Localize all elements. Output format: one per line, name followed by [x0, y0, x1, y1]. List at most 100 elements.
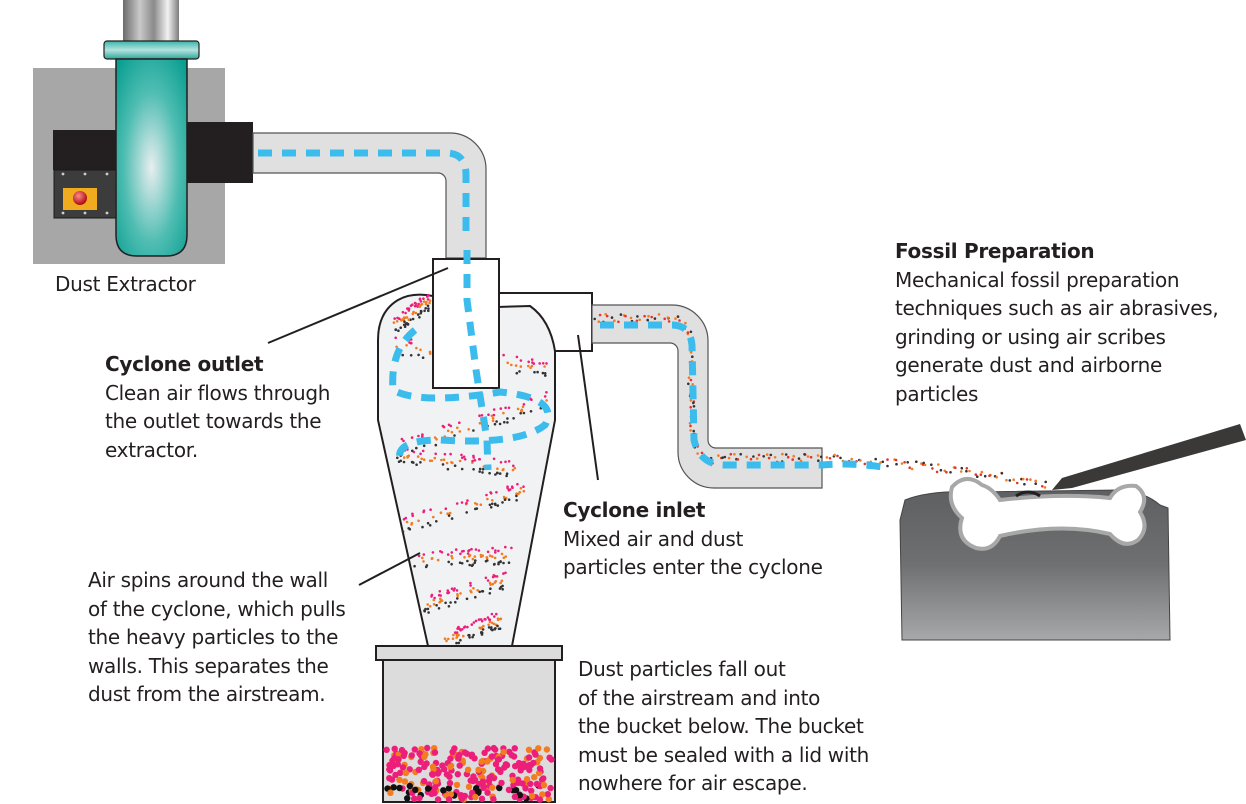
- pipe-particle: [825, 456, 829, 459]
- cyclone-particle: [413, 564, 416, 568]
- cyclone-particle: [434, 443, 438, 447]
- cyclone-particle: [533, 370, 536, 374]
- cyclone-particle: [510, 546, 513, 550]
- bucket-lid: [375, 645, 563, 661]
- pipe-particle: [755, 457, 759, 460]
- cyclone-particle: [435, 520, 438, 523]
- cyclone-particle: [455, 589, 459, 592]
- cyclone-particle: [527, 360, 530, 364]
- pipe-particle: [1023, 482, 1026, 486]
- cyclone-particle: [488, 618, 492, 621]
- cyclone-particle: [458, 561, 462, 564]
- cyclone-particle: [479, 618, 483, 621]
- cyclone-particle: [481, 628, 485, 631]
- cyclone-particle: [394, 328, 398, 331]
- pipe-particle: [1008, 479, 1012, 482]
- pipe-particle: [752, 455, 755, 458]
- collected-particle: [496, 784, 503, 792]
- collected-particle: [401, 778, 409, 785]
- pipe-particle: [689, 406, 692, 409]
- air-scribe-tool[interactable]: [1052, 424, 1246, 490]
- collected-particle: [392, 771, 399, 779]
- cyclone-particle: [400, 437, 404, 441]
- cyclone-particle: [517, 492, 520, 496]
- cyclone-particle: [433, 596, 436, 600]
- cyclone-particle: [545, 391, 548, 394]
- power-switch[interactable]: [53, 169, 117, 219]
- cyclone-particle: [502, 411, 505, 415]
- pipe-particle: [1034, 482, 1037, 486]
- pipe-particle: [886, 464, 889, 468]
- pipe-particle: [769, 453, 773, 457]
- cyclone-particle: [398, 317, 401, 321]
- airflow-extractor-pipe: [258, 149, 470, 240]
- pipe-particle: [939, 468, 943, 472]
- pipe-particle: [1034, 479, 1037, 483]
- collected-particle: [498, 779, 505, 787]
- cyclone-particle: [450, 461, 453, 464]
- pipe-particle: [908, 466, 911, 470]
- pipe-particle: [1025, 478, 1029, 481]
- cyclone-particle: [472, 633, 475, 637]
- cyclone-particle: [421, 556, 424, 560]
- pipe-particle: [605, 314, 609, 318]
- cyclone-particle: [494, 551, 497, 554]
- cyclone-particle: [462, 626, 466, 629]
- collected-particle: [536, 765, 544, 772]
- collected-particle: [492, 761, 500, 768]
- cyclone-particle: [429, 508, 432, 512]
- collected-particle: [519, 780, 526, 787]
- pipe-particle: [850, 457, 853, 461]
- cyclone-particle: [407, 318, 411, 322]
- cyclone-particle: [491, 582, 495, 586]
- collected-particle: [486, 774, 493, 781]
- cyclone-particle: [419, 312, 423, 315]
- cyclone-particle: [446, 467, 450, 471]
- cyclone-particle: [516, 482, 519, 486]
- collected-particle: [411, 795, 418, 802]
- collected-particle: [522, 785, 529, 792]
- cyclone-particle: [446, 589, 450, 592]
- cyclone-particle: [478, 626, 482, 630]
- cyclone-particle: [489, 506, 493, 509]
- cyclone-particle: [426, 304, 430, 308]
- collected-particle: [447, 791, 455, 798]
- cyclone-particle: [527, 364, 530, 368]
- cyclone-particle: [417, 353, 420, 357]
- collected-particle: [484, 758, 491, 765]
- cyclone-particle: [432, 515, 435, 519]
- pipe-particle: [638, 318, 641, 322]
- cyclone-particle: [473, 555, 477, 558]
- collected-particle: [429, 771, 436, 778]
- pipe-particle: [894, 458, 898, 462]
- cyclone-particle: [427, 307, 430, 310]
- pipe-particle: [906, 461, 909, 464]
- pipe-particle: [646, 318, 649, 322]
- cyclone-particle: [495, 575, 499, 578]
- cyclone-particle: [469, 589, 472, 593]
- collected-particle: [420, 777, 428, 785]
- cyclone-particle: [493, 627, 497, 631]
- cyclone-particle: [466, 625, 469, 629]
- cyclone-particle: [504, 545, 507, 549]
- cyclone-particle: [473, 561, 477, 565]
- cyclone-particle: [411, 514, 415, 517]
- cyclone-particle: [427, 611, 430, 614]
- cyclone-particle: [433, 456, 437, 460]
- pipe-particle: [819, 455, 823, 459]
- cyclone-particle: [487, 413, 490, 417]
- cyclone-particle: [465, 597, 469, 601]
- cyclone-particle: [504, 555, 508, 558]
- cyclone-particle: [413, 304, 417, 308]
- collected-particle: [470, 773, 477, 780]
- cyclone-particle: [450, 554, 453, 558]
- pipe-particle: [833, 453, 836, 457]
- pipe-particle: [910, 467, 914, 471]
- pipe-particle: [1021, 477, 1025, 481]
- cyclone-particle: [456, 593, 459, 596]
- cyclone-particle: [473, 458, 477, 462]
- cyclone-particle: [406, 456, 409, 459]
- cyclone-particle: [474, 559, 477, 562]
- collected-particle: [535, 745, 542, 752]
- cyclone-particle: [499, 407, 503, 410]
